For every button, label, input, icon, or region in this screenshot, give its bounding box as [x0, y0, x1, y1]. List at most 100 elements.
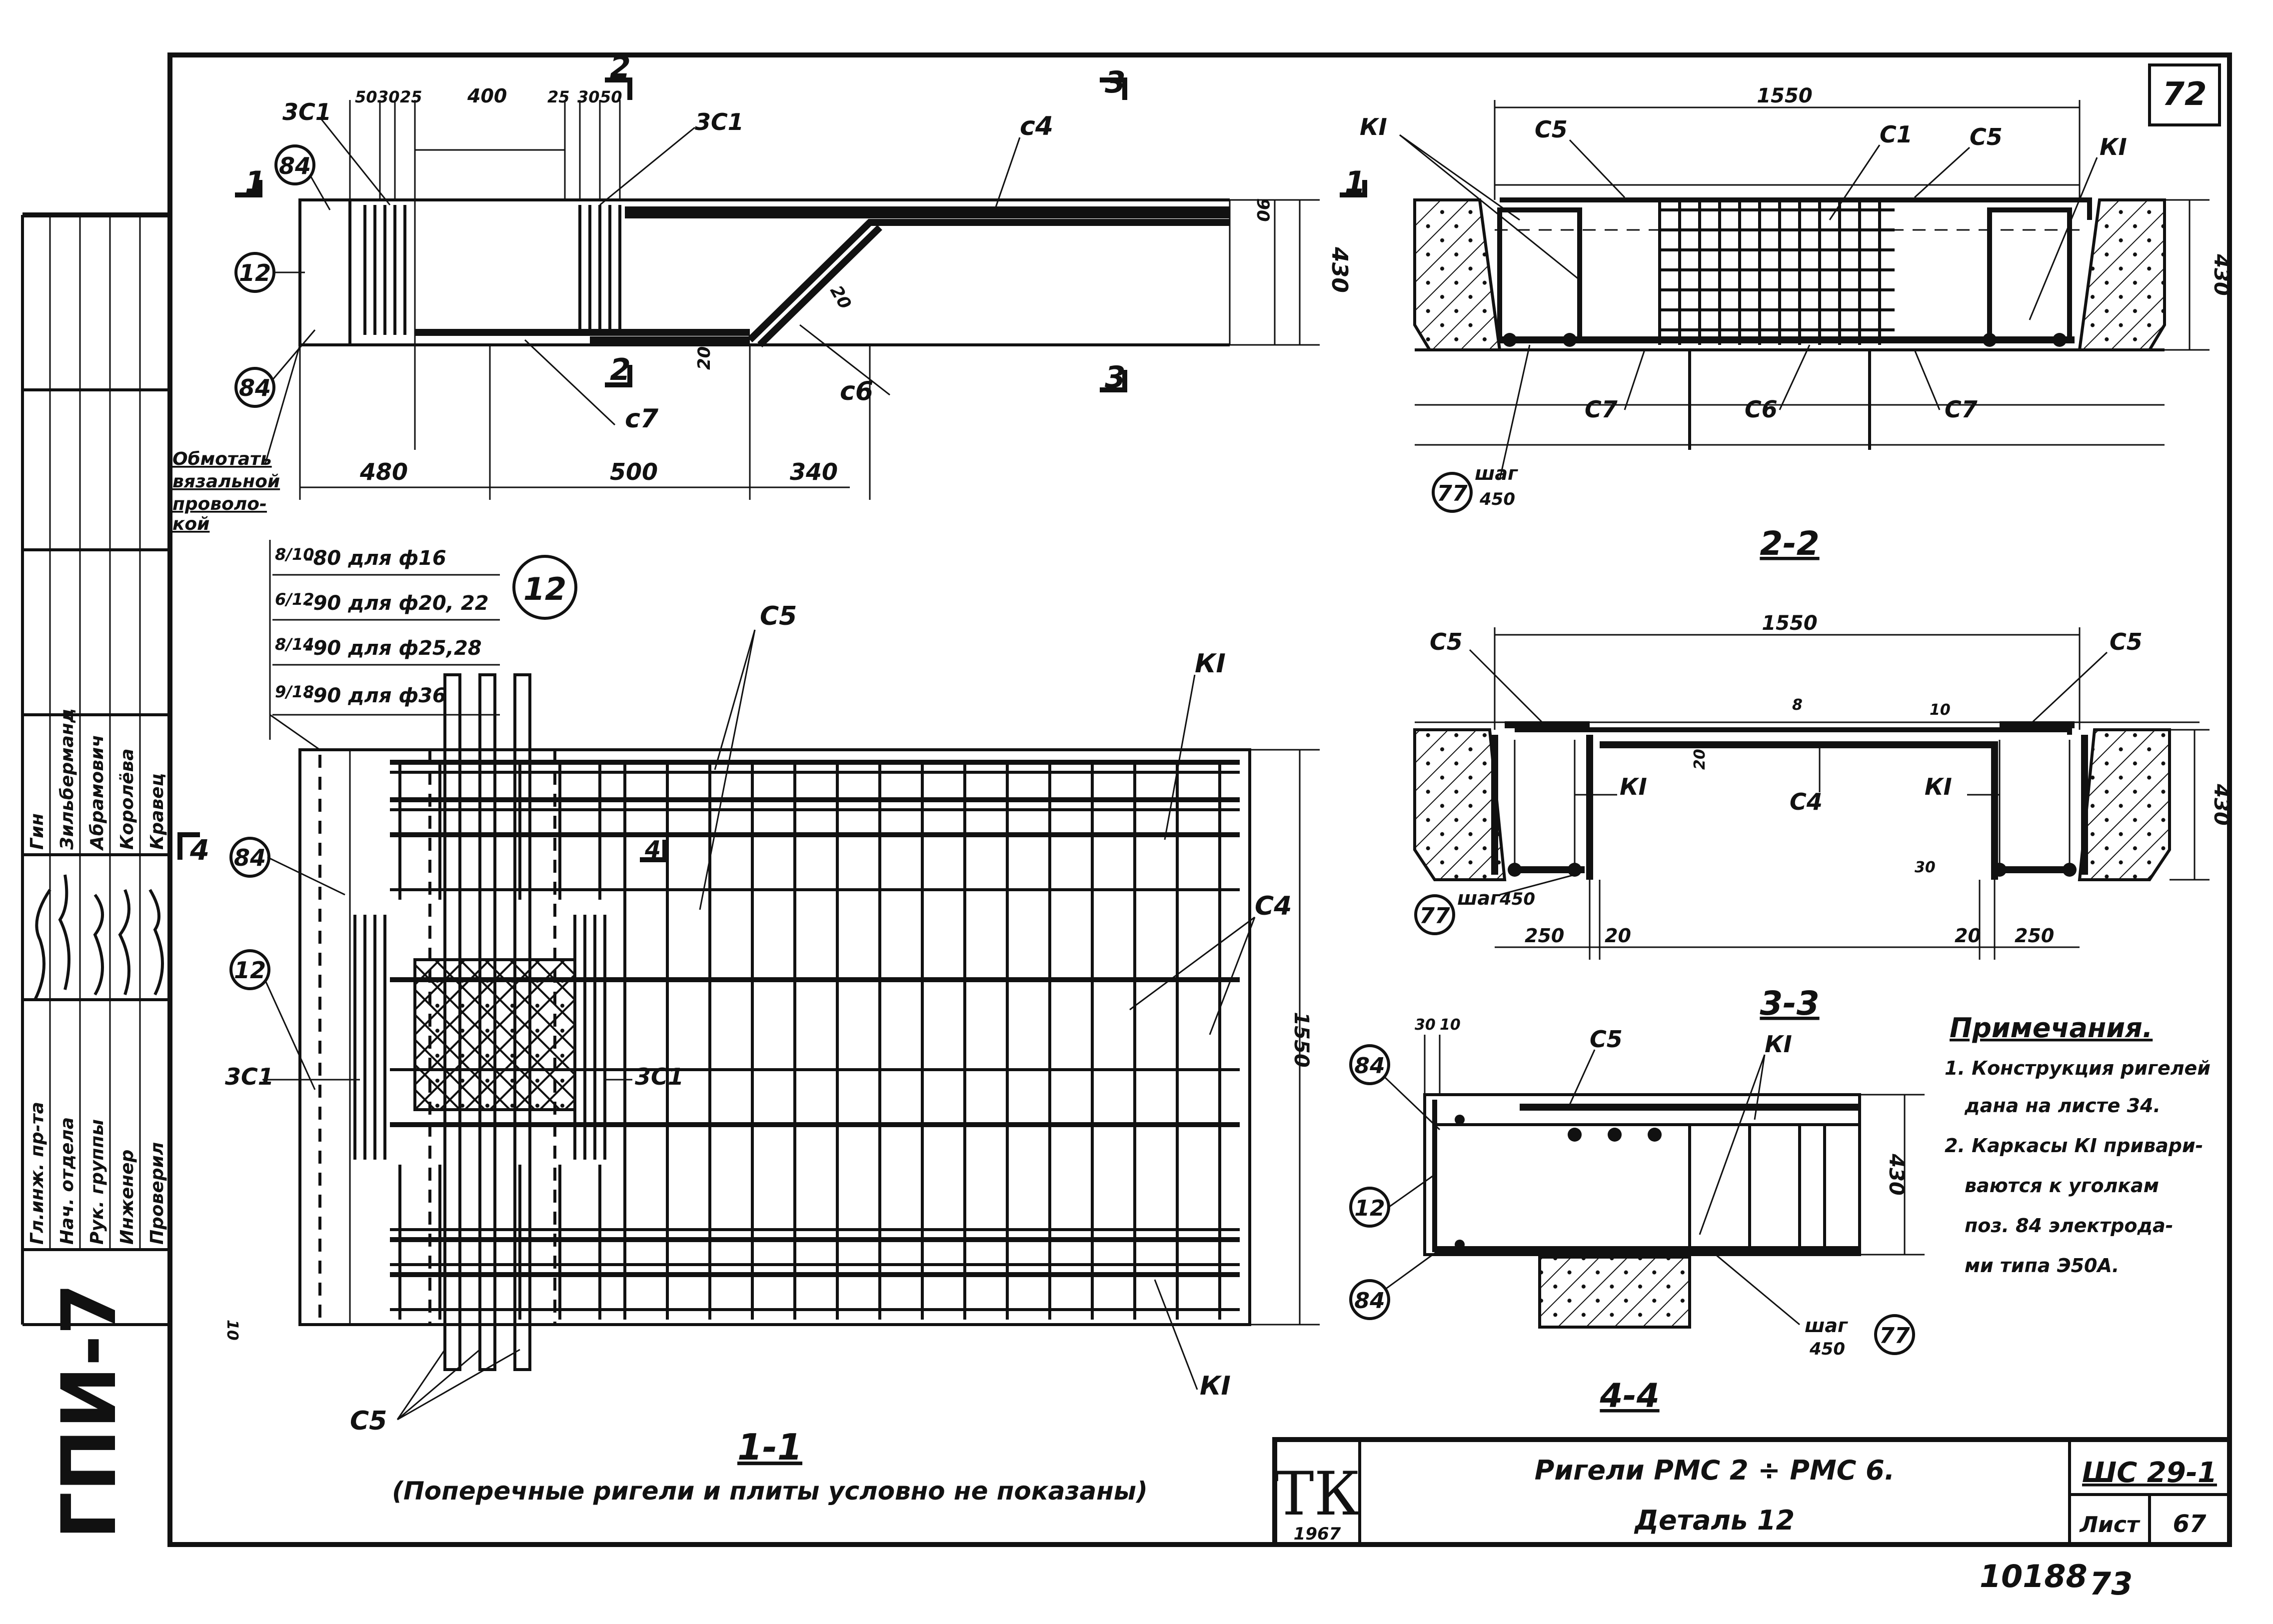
- stamp-name-5: Кравец: [147, 773, 167, 850]
- svg-text:проволо-: проволо-: [172, 494, 267, 514]
- svg-text:9/18: 9/18: [275, 682, 314, 701]
- svg-text:430: 430: [2210, 253, 2233, 296]
- section-mark-1-left: 1: [235, 165, 266, 200]
- view-1-1-subtitle: (Поперечные ригели и плиты условно не по…: [392, 1477, 1148, 1506]
- svg-text:10: 10: [223, 1320, 241, 1341]
- s22-c5-left: С5: [1535, 116, 1568, 143]
- stirrups-3c1-right: [578, 205, 621, 335]
- s22-k1-left: КI: [1360, 113, 1387, 140]
- s22-c7-left: С7: [1585, 396, 1618, 423]
- title-block: ТК 1967 Ригели РМС 2 ÷ РМС 6. Деталь 12 …: [1272, 1437, 2232, 1602]
- svg-text:1: 1: [1345, 165, 1366, 200]
- s22-c5-right: С5: [1970, 123, 2003, 150]
- plan-view-1-1: 84 12 3С1 3С1 С5 КI С4 КI С5 4 4: [177, 601, 1320, 1506]
- sheet-code: ШС 29-1: [2082, 1457, 2217, 1489]
- org-year: 1967: [1294, 1524, 1341, 1544]
- plan-label-k1-top: КI: [1195, 649, 1226, 679]
- archive-no: 10188: [1980, 1558, 2088, 1595]
- svg-text:2. Каркасы КI привари-: 2. Каркасы КI привари-: [1945, 1135, 2203, 1157]
- svg-text:-90 для ф36: -90 для ф36: [305, 684, 446, 707]
- svg-text:450: 450: [1499, 889, 1535, 909]
- weld-row-4: 9/18 -90 для ф36: [272, 682, 500, 716]
- stamp-name-3: Абрамович: [87, 735, 107, 851]
- svg-text:20: 20: [1955, 925, 1981, 947]
- section-mark-4: 4: [177, 832, 209, 867]
- svg-text:-80 для ф16: -80 для ф16: [305, 547, 446, 570]
- svg-text:450: 450: [1809, 1339, 1845, 1359]
- s44-callout-77: 77 шаг 450: [1709, 1249, 1915, 1359]
- title-line-1: Ригели РМС 2 ÷ РМС 6.: [1535, 1455, 1895, 1486]
- stamp-name-2: Зильберманд: [57, 708, 77, 850]
- svg-text:дана на листе 34.: дана на листе 34.: [1964, 1095, 2161, 1117]
- view-4-4-title: 4-4: [1599, 1377, 1659, 1415]
- plan-longitudinal-bars: [390, 760, 1240, 1311]
- s22-c7-right: С7: [1945, 396, 1978, 423]
- svg-text:90: 90: [1253, 198, 1273, 221]
- svg-text:12: 12: [234, 957, 266, 984]
- corner-sheet-number: 72: [2148, 63, 2221, 126]
- plan-stirrups-left: [353, 915, 386, 1160]
- svg-text:20: 20: [694, 346, 714, 370]
- sheet-frame: [21, 52, 2232, 1547]
- svg-text:2: 2: [610, 352, 631, 387]
- svg-text:50: 50: [355, 87, 377, 106]
- label-c7: с7: [625, 404, 659, 434]
- stamp-role-1: Гл.инж. пр-та: [27, 1102, 47, 1245]
- plan-label-k1-bottom: КI: [1200, 1371, 1231, 1401]
- svg-text:1550: 1550: [1762, 612, 1817, 635]
- section-mark-1-right: 1: [1340, 165, 1367, 200]
- svg-text:430: 430: [1327, 246, 1352, 293]
- svg-text:ми типа Э50А.: ми типа Э50А.: [1965, 1255, 2119, 1277]
- notes-heading: Примечания.: [1950, 1012, 2153, 1044]
- section-mark-2-top: 2: [605, 50, 632, 100]
- weld-row-2: 6/12 -90 для ф20, 22: [272, 590, 500, 621]
- view-2-2-title: 2-2: [1760, 524, 1819, 563]
- s22-c1: С1: [1880, 121, 1913, 148]
- s22-k1-right: КI: [2100, 133, 2127, 160]
- svg-text:450: 450: [1479, 489, 1515, 509]
- view-1-1-title: 1-1: [737, 1426, 802, 1468]
- plan-transverse-bars: [398, 760, 1221, 1320]
- callout-84-bottom: 84: [234, 329, 316, 408]
- side-stamp: Гл.инж. пр-та Нач. отдела Рук. группы Ин…: [22, 215, 170, 1540]
- svg-text:500: 500: [610, 458, 658, 485]
- svg-text:8/14: 8/14: [275, 635, 314, 654]
- dims-bottom: 480 500 340 430 90 20 20: [299, 198, 1352, 500]
- stamp-role-3: Рук. группы: [87, 1119, 107, 1245]
- svg-text:10: 10: [1440, 1016, 1461, 1034]
- svg-text:250: 250: [2015, 925, 2054, 947]
- svg-text:25: 25: [400, 87, 422, 106]
- mesh-c1: [1658, 200, 1895, 345]
- stamp-name-1: Гин: [27, 813, 47, 850]
- svg-text:1: 1: [245, 165, 266, 200]
- title-line-2: Деталь 12: [1634, 1505, 1795, 1536]
- svg-text:-90 для ф25,28: -90 для ф25,28: [305, 637, 482, 660]
- plan-label-c4: С4: [1255, 891, 1292, 921]
- wire-note: Обмотать вязальной проволо- кой: [172, 344, 301, 534]
- corner-sheet-number-text: 72: [2162, 76, 2207, 113]
- section-mark-3-bottom: 3: [1100, 360, 1127, 395]
- view-3-3-title: 3-3: [1760, 984, 1819, 1023]
- svg-text:поз. 84 электрода-: поз. 84 электрода-: [1965, 1215, 2174, 1237]
- weld-table: 8/10 -80 для ф16 6/12 -90 для ф20, 22 8/…: [269, 540, 577, 751]
- svg-text:84: 84: [279, 152, 311, 179]
- svg-text:12: 12: [1354, 1196, 1385, 1221]
- detail-12-badge: 12: [523, 571, 566, 607]
- sheet-label: Лист: [2079, 1512, 2141, 1538]
- notes: Примечания. 1. Конструкция ригелей дана …: [1945, 1012, 2211, 1277]
- callout-12-top: 12: [234, 252, 305, 293]
- svg-text:77: 77: [1419, 903, 1450, 929]
- svg-text:3: 3: [1105, 65, 1126, 100]
- side-org-label: ГПИ-7: [46, 1283, 133, 1540]
- svg-text:8: 8: [1792, 696, 1803, 714]
- svg-text:84: 84: [239, 374, 271, 401]
- s33-c5-right: С5: [2110, 628, 2143, 655]
- svg-text:84: 84: [1354, 1288, 1385, 1314]
- svg-text:ваются к уголкам: ваются к уголкам: [1965, 1175, 2159, 1197]
- s44-callout-84-bottom: 84: [1349, 1249, 1440, 1320]
- s33-c4: С4: [1790, 788, 1823, 815]
- svg-text:25: 25: [547, 87, 570, 106]
- svg-text:10: 10: [1930, 701, 1951, 719]
- plan-label-c5-top: С5: [760, 601, 797, 631]
